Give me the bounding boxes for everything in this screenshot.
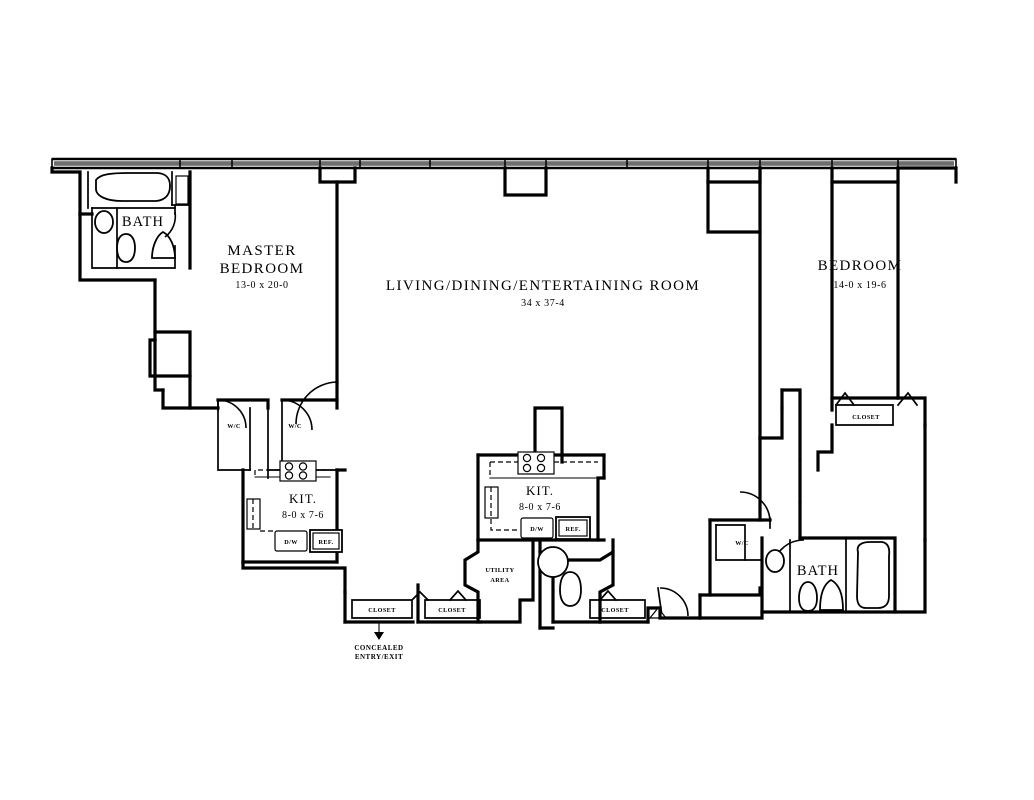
master-bedroom-dimensions: 13-0 x 20-0 (235, 280, 288, 291)
dishwasher-center-label: D/W (530, 526, 544, 533)
master-bedroom-label-line1: MASTER (227, 243, 296, 259)
kitchen-center-dimensions: 8-0 x 7-6 (519, 502, 561, 513)
right-boundary-walls (698, 388, 927, 620)
walk-in-closets-left: W/C W/C (217, 381, 338, 479)
bath-right-label: BATH (797, 563, 839, 579)
master-bedroom-label-line2: BEDROOM (220, 261, 305, 277)
living-dining-room-dimensions: 34 x 37-4 (521, 298, 565, 309)
utility-area: UTILITY AREA (463, 538, 615, 630)
wic-2-label: W/C (288, 423, 302, 430)
kitchen-left-label: KIT. (289, 491, 317, 506)
bedroom-right-label: BEDROOM (818, 258, 903, 274)
bath-left-label: BATH (122, 214, 164, 230)
refrigerator-left-label: REF. (319, 539, 334, 546)
utility-label-line1: UTILITY (486, 567, 515, 574)
exterior-window-wall-top (51, 157, 957, 170)
kitchen-center-label: KIT. (526, 483, 554, 498)
kitchen-center: D/W REF. KIT. 8-0 x 7-6 (476, 406, 606, 542)
kitchen-left: D/W REF. KIT. 8-0 x 7-6 (241, 460, 347, 564)
closet-bedroom-label: CLOSET (852, 414, 880, 421)
closet-3-group: CLOSET (589, 589, 650, 624)
living-dining-room: LIVING/DINING/ENTERTAINING ROOM 34 x 37-… (386, 166, 784, 624)
wic-1-label: W/C (227, 423, 241, 430)
kitchen-left-dimensions: 8-0 x 7-6 (282, 510, 324, 521)
bath-left-room: BATH (87, 171, 191, 269)
closet-1-label: CLOSET (368, 607, 396, 614)
living-dining-room-label: LIVING/DINING/ENTERTAINING ROOM (386, 278, 700, 294)
left-lower-walls (148, 338, 192, 410)
wic-3-label: W/C (735, 540, 749, 547)
bedroom-right: CLOSET BEDROOM 14-0 x 19-6 (816, 166, 958, 542)
closet-3-label: CLOSET (601, 607, 629, 614)
dishwasher-left-label: D/W (284, 539, 298, 546)
closet-2-label: CLOSET (438, 607, 466, 614)
bottom-left-closets: CLOSET CLOSET CONCEALED ENTRY/EXIT (241, 560, 482, 661)
bath-right-group: W/C BATH (708, 458, 897, 614)
bedroom-right-dimensions: 14-0 x 19-6 (833, 280, 886, 291)
concealed-entry-marker: CONCEALED ENTRY/EXIT (354, 623, 403, 661)
master-bedroom-walls: MASTER BEDROOM 13-0 x 20-0 (153, 166, 357, 410)
entry-door-group[interactable] (648, 587, 702, 620)
utility-label-line2: AREA (490, 577, 509, 584)
concealed-entry-line1: CONCEALED (354, 644, 403, 652)
concealed-entry-line2: ENTRY/EXIT (355, 653, 403, 661)
left-exterior-walls (50, 166, 157, 282)
refrigerator-center-label: REF. (566, 526, 581, 533)
